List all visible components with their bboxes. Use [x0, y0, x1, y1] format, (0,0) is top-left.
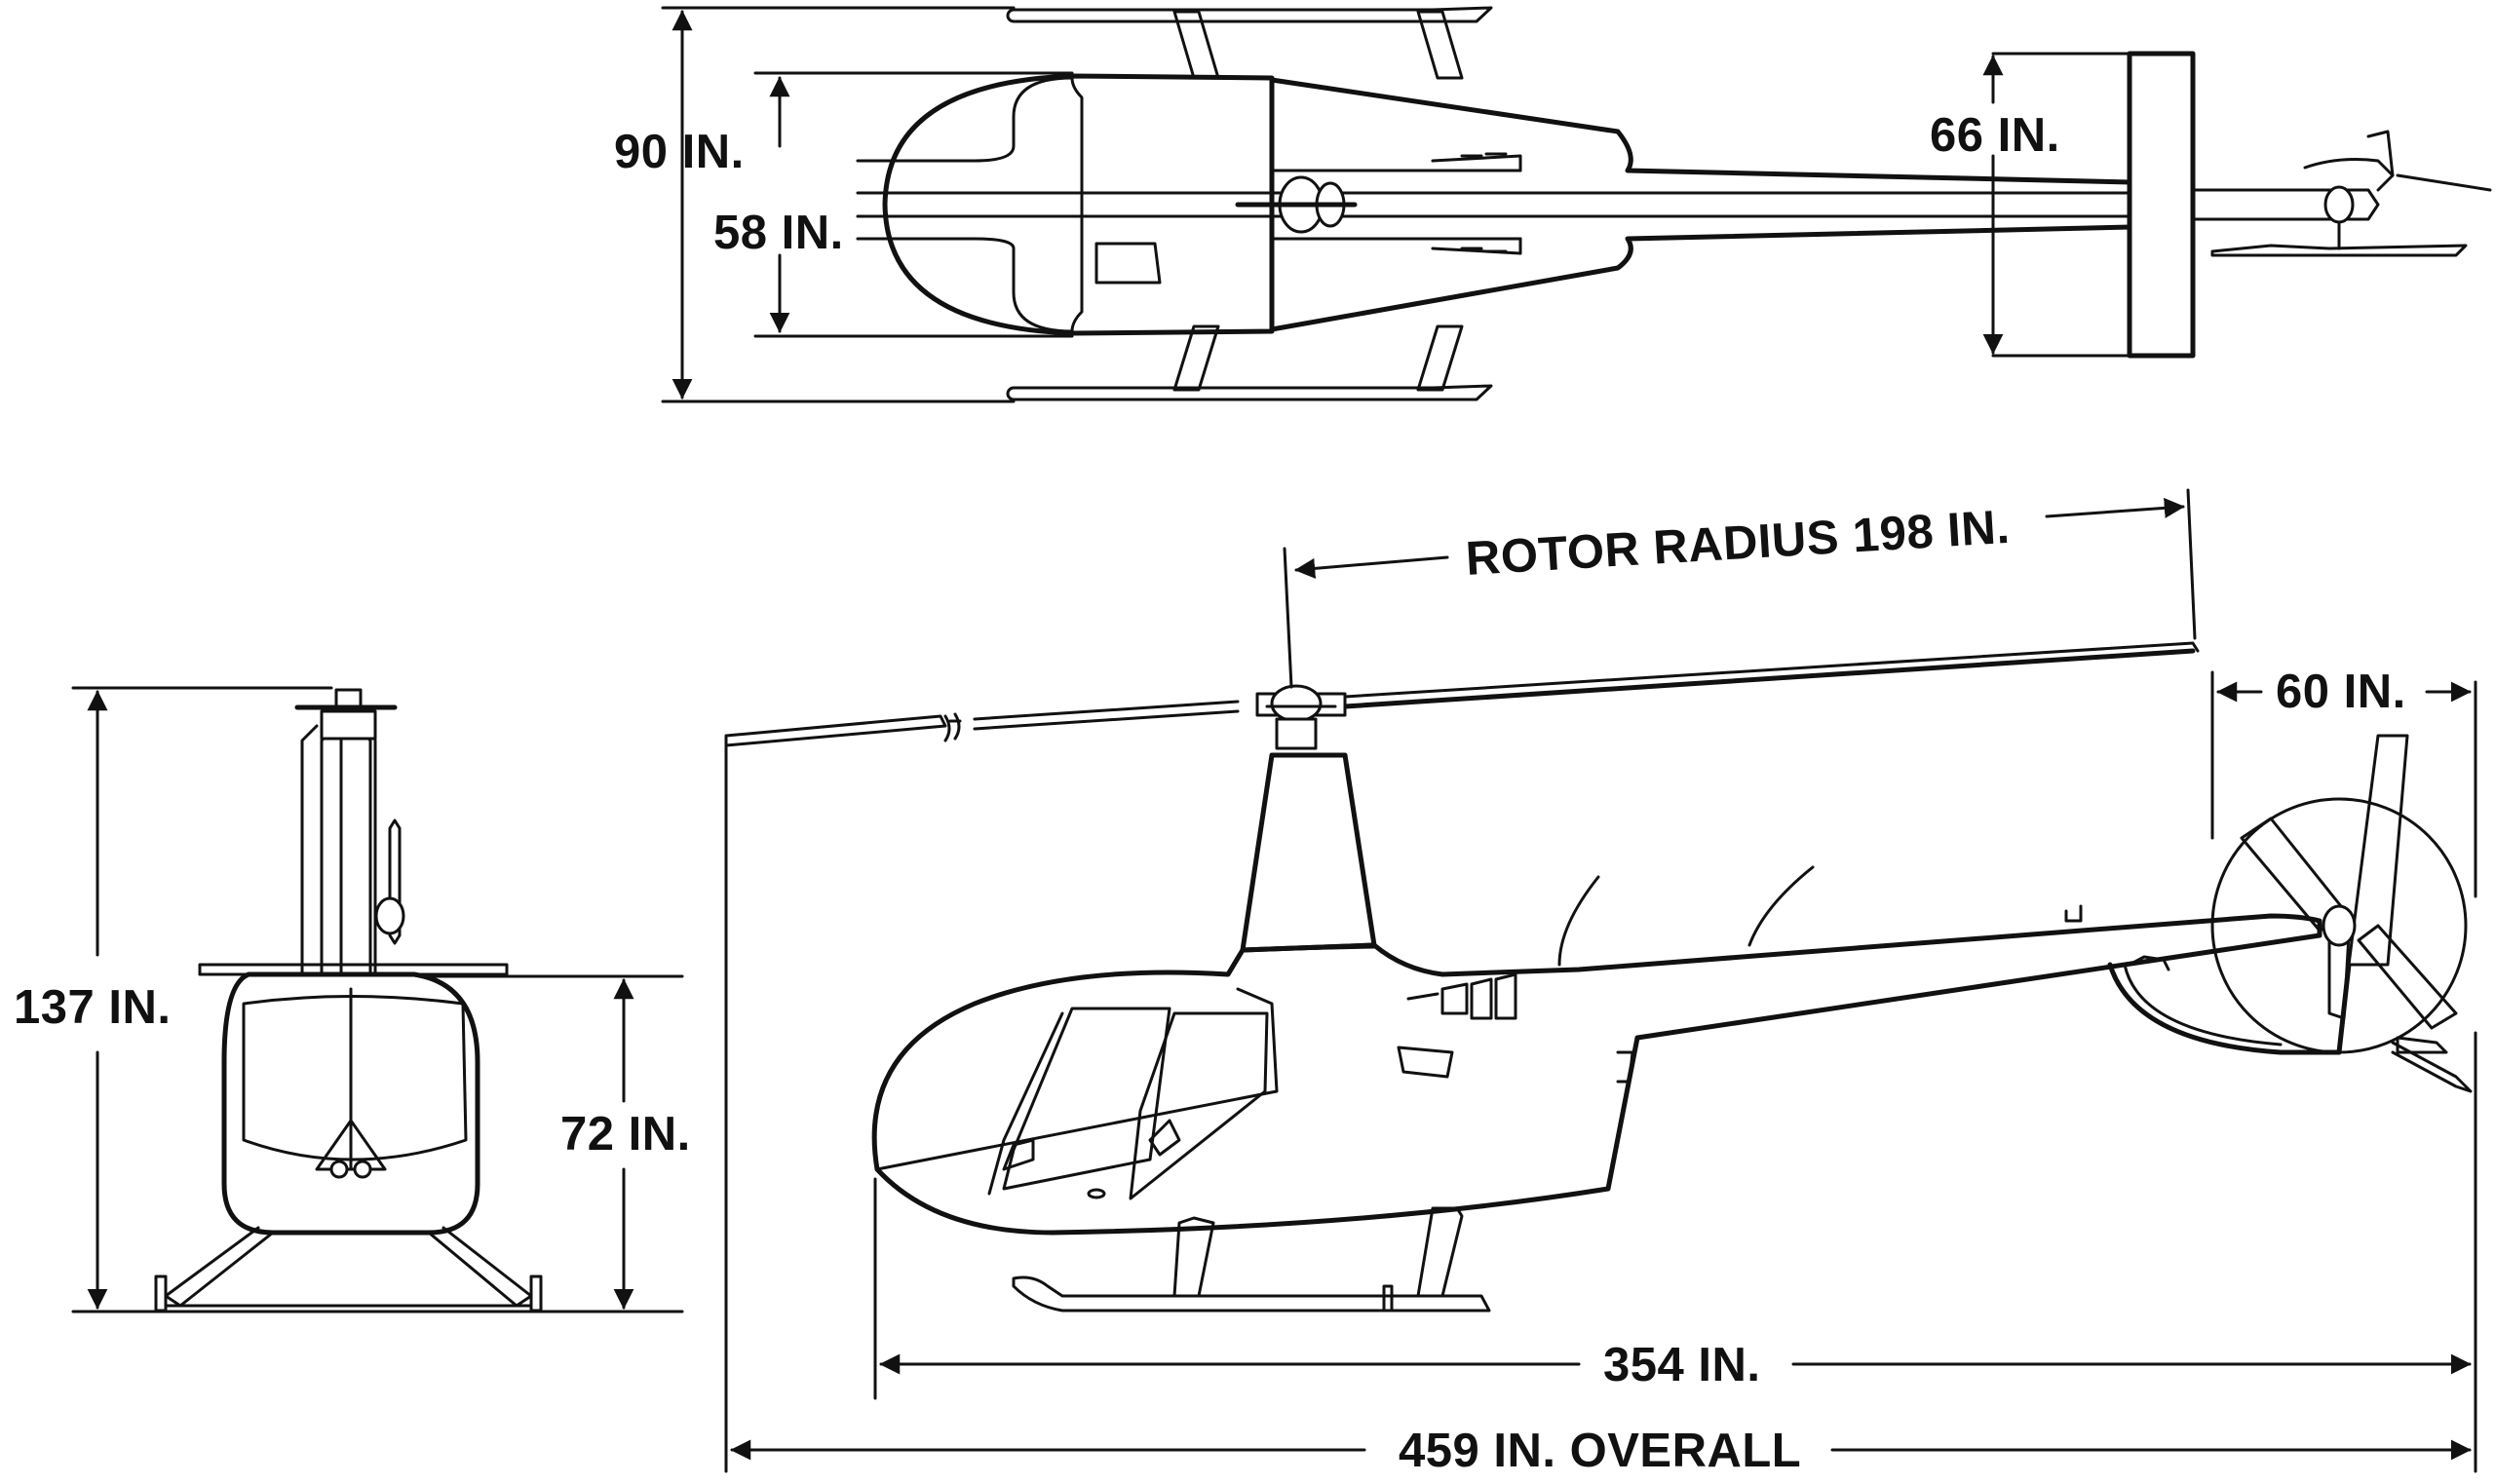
dim-top-width: 90 IN.	[614, 126, 745, 178]
dim-top-cabin: 58 IN.	[713, 207, 844, 259]
top-stabilizer	[2127, 51, 2196, 359]
side-rotor-hub	[1255, 684, 1347, 750]
dim-front-cabin: 72 IN.	[560, 1108, 691, 1161]
front-view-dimensions: 137 IN. 72 IN.	[14, 686, 691, 1313]
side-tail	[2107, 955, 2473, 1093]
top-tail-rotor	[2191, 130, 2492, 257]
dim-top-stab: 66 IN.	[1930, 109, 2060, 162]
side-view-dimensions: ROTOR RADIUS 198 IN. 60 IN. 354 IN. 459 …	[724, 488, 2477, 1477]
top-cabin	[856, 73, 1275, 336]
front-skids	[154, 1226, 543, 1313]
front-cabin	[221, 971, 480, 1236]
dim-front-height: 137 IN.	[14, 981, 171, 1034]
dim-fuselage-length: 354 IN.	[1603, 1339, 1760, 1391]
top-rotor-hub	[1235, 175, 1358, 234]
top-skids	[1006, 6, 1493, 401]
dim-tail-rotor: 60 IN.	[2276, 666, 2406, 718]
front-rotor-mast	[198, 688, 509, 976]
side-antennas	[1557, 865, 2083, 967]
top-view-dimensions: 90 IN. 58 IN. 66 IN.	[614, 6, 2131, 403]
side-view: ROTOR RADIUS 198 IN. 60 IN. 354 IN. 459 …	[724, 488, 2477, 1477]
top-view: 90 IN. 58 IN. 66 IN.	[614, 6, 2492, 403]
side-tail-rotor	[2210, 734, 2468, 1054]
side-mast-fairing	[1240, 752, 1377, 953]
side-skids	[1012, 1206, 1491, 1313]
dim-rotor-radius: ROTOR RADIUS 198 IN.	[1464, 501, 2011, 586]
front-view: 137 IN. 72 IN.	[14, 686, 691, 1313]
side-main-rotor	[724, 641, 2200, 747]
side-fuselage	[871, 913, 2322, 1236]
dim-overall-length: 459 IN. OVERALL	[1399, 1425, 1801, 1477]
